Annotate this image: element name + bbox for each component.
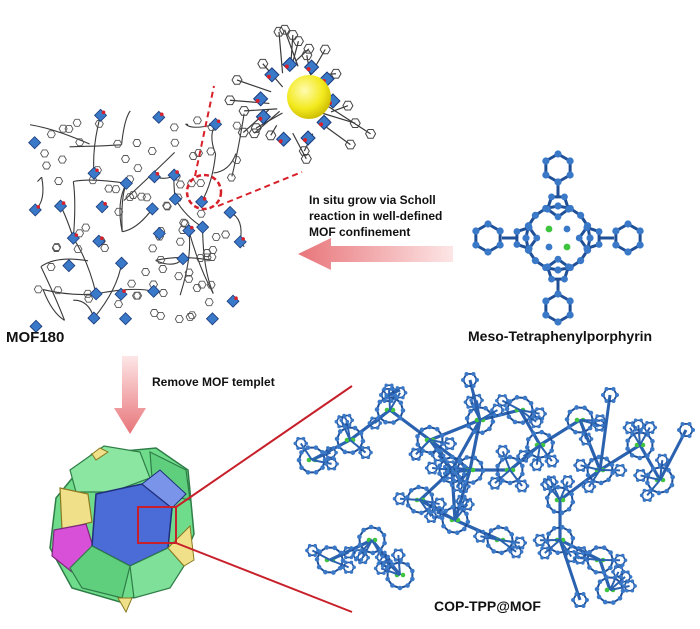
scholl-reaction-arrow	[298, 238, 453, 270]
zoom-indicator	[185, 85, 303, 211]
mof180-cage-zoom	[224, 24, 377, 164]
scholl-reaction-line-2: reaction in well-defined	[309, 209, 443, 223]
cop-cage-polyhedron	[49, 445, 195, 614]
cop-tpp-label: COP-TPP@MOF	[434, 598, 541, 614]
mof180-label: MOF180	[6, 329, 65, 346]
remove-template-arrow	[114, 356, 146, 434]
mof180-framework	[28, 108, 247, 333]
cop-zoom-line-bottom	[175, 542, 353, 613]
tpp-label: Meso-Tetraphenylporphyrin	[468, 328, 653, 344]
scholl-reaction-line-1: In situ grow via Scholl	[309, 193, 436, 207]
cop-tpp-network	[293, 371, 695, 609]
tpp-molecule	[472, 150, 644, 326]
cop-zoom-line-top	[175, 385, 353, 508]
pore-sphere	[287, 75, 331, 119]
scholl-reaction-label: In situ grow via Scholl reaction in well…	[309, 192, 442, 240]
remove-template-label: Remove MOF templet	[152, 375, 275, 389]
scholl-reaction-line-3: MOF confinement	[309, 225, 411, 239]
